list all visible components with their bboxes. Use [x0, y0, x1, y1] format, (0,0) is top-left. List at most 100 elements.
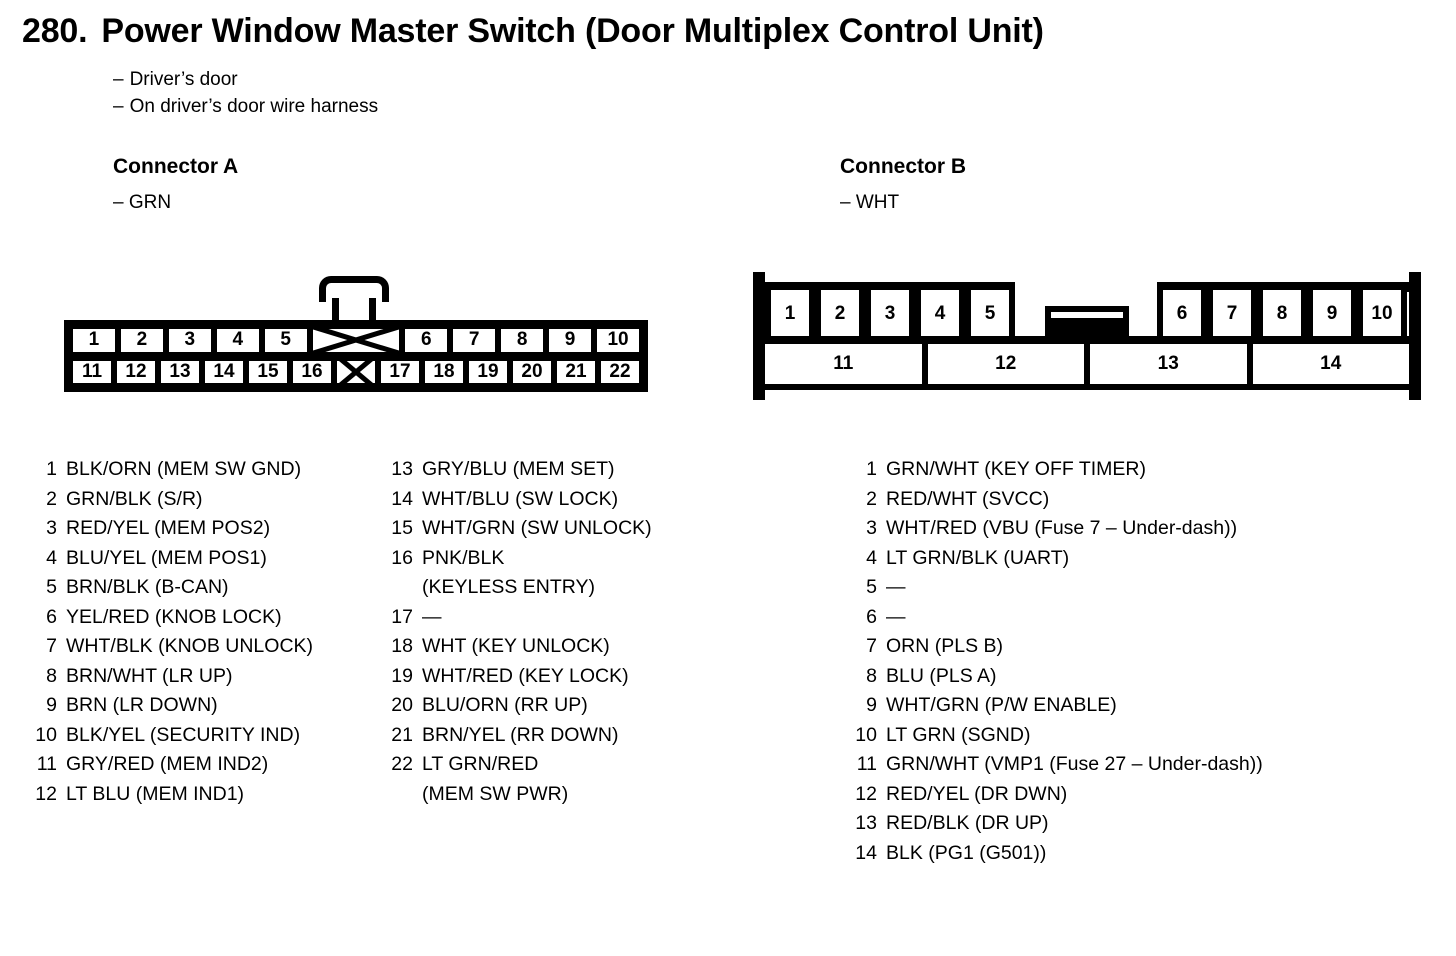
- connector-a-heading: Connector A: [113, 155, 239, 178]
- pin-label: LT GRN/BLK (UART): [886, 546, 1070, 569]
- connector-b-pin-cell: 14: [1252, 344, 1409, 384]
- dash-marker: –: [840, 192, 851, 213]
- pin-number: 1: [866, 458, 877, 480]
- page-title-number: 280.: [22, 12, 88, 50]
- connector-b-pin-cell: 2: [815, 282, 865, 344]
- pin-number: 4: [866, 546, 877, 569]
- pin-label: BLU/YEL (MEM POS1): [66, 546, 267, 569]
- pin-label: WHT (KEY UNLOCK): [422, 635, 610, 657]
- pin-number: 13: [391, 458, 413, 480]
- pin-label: —: [886, 605, 906, 628]
- pin-label: WHT/RED (KEY LOCK): [422, 664, 629, 687]
- bracket-stem: [1409, 272, 1421, 400]
- connector-a-pin-cell: 10: [597, 329, 639, 352]
- pin-number: 11: [856, 753, 877, 775]
- pin-label: RED/WHT (SVCC): [886, 487, 1050, 510]
- note-text: Driver’s door: [129, 69, 238, 90]
- dash-marker: –: [113, 96, 124, 117]
- pin-row: 6—: [840, 603, 1340, 633]
- latch-slot-line: [1051, 312, 1123, 318]
- pin-label: —: [886, 576, 906, 598]
- connector-a-pin-cell: 15: [249, 360, 287, 383]
- pin-number: 6: [866, 605, 877, 628]
- pin-label: WHT/BLK (KNOB UNLOCK): [66, 635, 314, 657]
- pin-row: 4 LT GRN/BLK (UART): [840, 544, 1340, 574]
- pin-number: 3: [866, 517, 877, 539]
- pin-number: 19: [391, 664, 413, 687]
- pin-number: 7: [866, 635, 877, 657]
- connector-b-pin-cell: 6: [1157, 282, 1207, 344]
- connector-a-pin-cell: 2: [120, 329, 163, 352]
- pin-label: GRN/BLK (S/R): [66, 487, 203, 510]
- pin-number: 21: [391, 723, 413, 746]
- pin-number: 1: [46, 458, 57, 480]
- pin-number: 5: [866, 576, 877, 598]
- pin-label: LT BLU (MEM IND1): [66, 782, 245, 805]
- pin-number: 16: [391, 546, 413, 569]
- pin-number: 17: [391, 605, 413, 628]
- connector-a-pin-cell: 12: [117, 360, 155, 383]
- connector-b-pin-cell: 5: [965, 282, 1015, 344]
- dash-marker: –: [113, 192, 124, 213]
- connector-b-color-text: WHT: [855, 192, 900, 213]
- connector-b-pin-cell: 13: [1090, 344, 1247, 384]
- connector-a-pin-cell: 13: [161, 360, 199, 383]
- pin-label: BLK/YEL (SECURITY IND): [66, 723, 301, 746]
- pin-number: 3: [46, 517, 57, 539]
- page-title-text: Power Window Master Switch (Door Multipl…: [101, 12, 1044, 50]
- pin-row: 17—: [376, 603, 706, 633]
- connector-a-color-text: GRN: [128, 192, 172, 213]
- pin-row: 19 WHT/RED (KEY LOCK): [376, 662, 706, 692]
- pin-label: WHT/BLU (SW LOCK): [422, 487, 619, 510]
- connector-b-pin-cell: 12: [927, 344, 1084, 384]
- connector-a-pin-cell: 3: [168, 329, 211, 352]
- connector-a-pin-cell: 9: [549, 329, 592, 352]
- pin-number: 7: [46, 635, 57, 657]
- connector-b-pin-cell: 7: [1207, 282, 1257, 344]
- pin-number: 11: [36, 753, 57, 775]
- pin-label: WHT/RED (VBU (Fuse 7 – Under-dash)): [886, 517, 1238, 539]
- pin-label: LT GRN (SGND): [886, 723, 1031, 746]
- connector-a-pin-cell: 17: [381, 360, 419, 383]
- note-item: –On driver’s door wire harness: [113, 93, 378, 120]
- connector-a-blank-cell: [337, 360, 375, 383]
- pin-number: 8: [866, 664, 877, 687]
- dash-marker: –: [113, 69, 124, 90]
- bracket-stem: [753, 272, 765, 400]
- pin-number: 8: [46, 664, 57, 687]
- pin-label: BLK (PG1 (G501)): [886, 841, 1047, 864]
- connector-a-latch-icon: [319, 276, 389, 302]
- connector-b-heading: Connector B: [840, 155, 966, 178]
- x-mark-icon: [313, 329, 400, 352]
- pin-row: 1 BLK/ORN (MEM SW GND): [20, 455, 380, 485]
- connector-b-pin-cell: 8: [1257, 282, 1307, 344]
- connector-a-pin-cell: 6: [405, 329, 448, 352]
- connector-b-row-divider: [765, 336, 1409, 344]
- pin-label: BLK/ORN (MEM SW GND): [66, 458, 302, 480]
- connector-a-pin-cell: 19: [469, 360, 507, 383]
- connector-b-pin-cell: 10: [1357, 282, 1407, 344]
- pin-label: LT GRN/RED (MEM SW PWR): [422, 753, 569, 805]
- connector-a-pin-cell: 11: [73, 360, 111, 383]
- connector-a-pin-cell: 5: [264, 329, 307, 352]
